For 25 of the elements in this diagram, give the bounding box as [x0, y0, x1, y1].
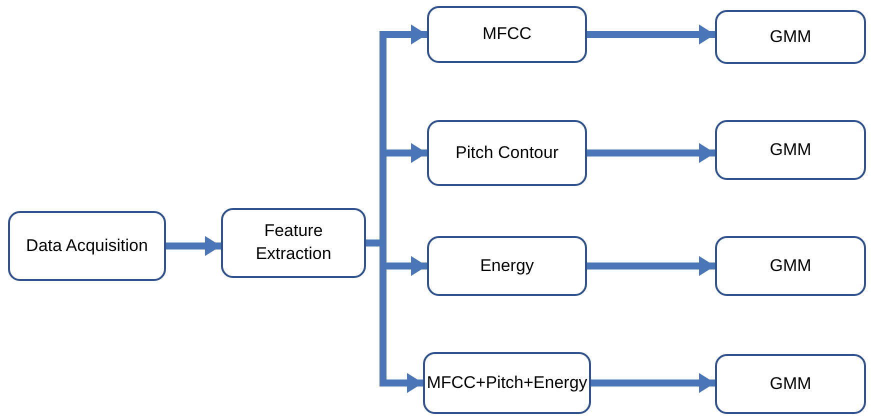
process-box — [715, 236, 866, 296]
box-label: Feature Extraction — [254, 220, 332, 265]
box-label: Energy — [480, 254, 534, 277]
box-label: MFCC — [482, 23, 532, 46]
box-label: Pitch Contour — [456, 142, 558, 164]
arrow — [587, 143, 715, 163]
box-label: GMM — [770, 138, 812, 161]
process-box — [715, 120, 866, 180]
process-box — [715, 354, 866, 414]
process-box — [427, 236, 587, 296]
box-label: GMM — [770, 26, 812, 48]
process-box — [8, 211, 166, 281]
arrow — [587, 24, 715, 44]
process-box — [427, 6, 587, 63]
arrow — [587, 256, 715, 276]
box-label: GMM — [770, 254, 812, 277]
process-box — [715, 10, 866, 64]
box-label: GMM — [770, 372, 812, 395]
arrow — [166, 236, 221, 256]
box-label: MFCC+Pitch+Energy — [426, 372, 588, 394]
process-box — [221, 208, 366, 278]
arrow — [591, 373, 715, 393]
box-label: Data Acquisition — [26, 234, 148, 257]
process-box — [423, 352, 591, 414]
process-box — [427, 120, 587, 186]
